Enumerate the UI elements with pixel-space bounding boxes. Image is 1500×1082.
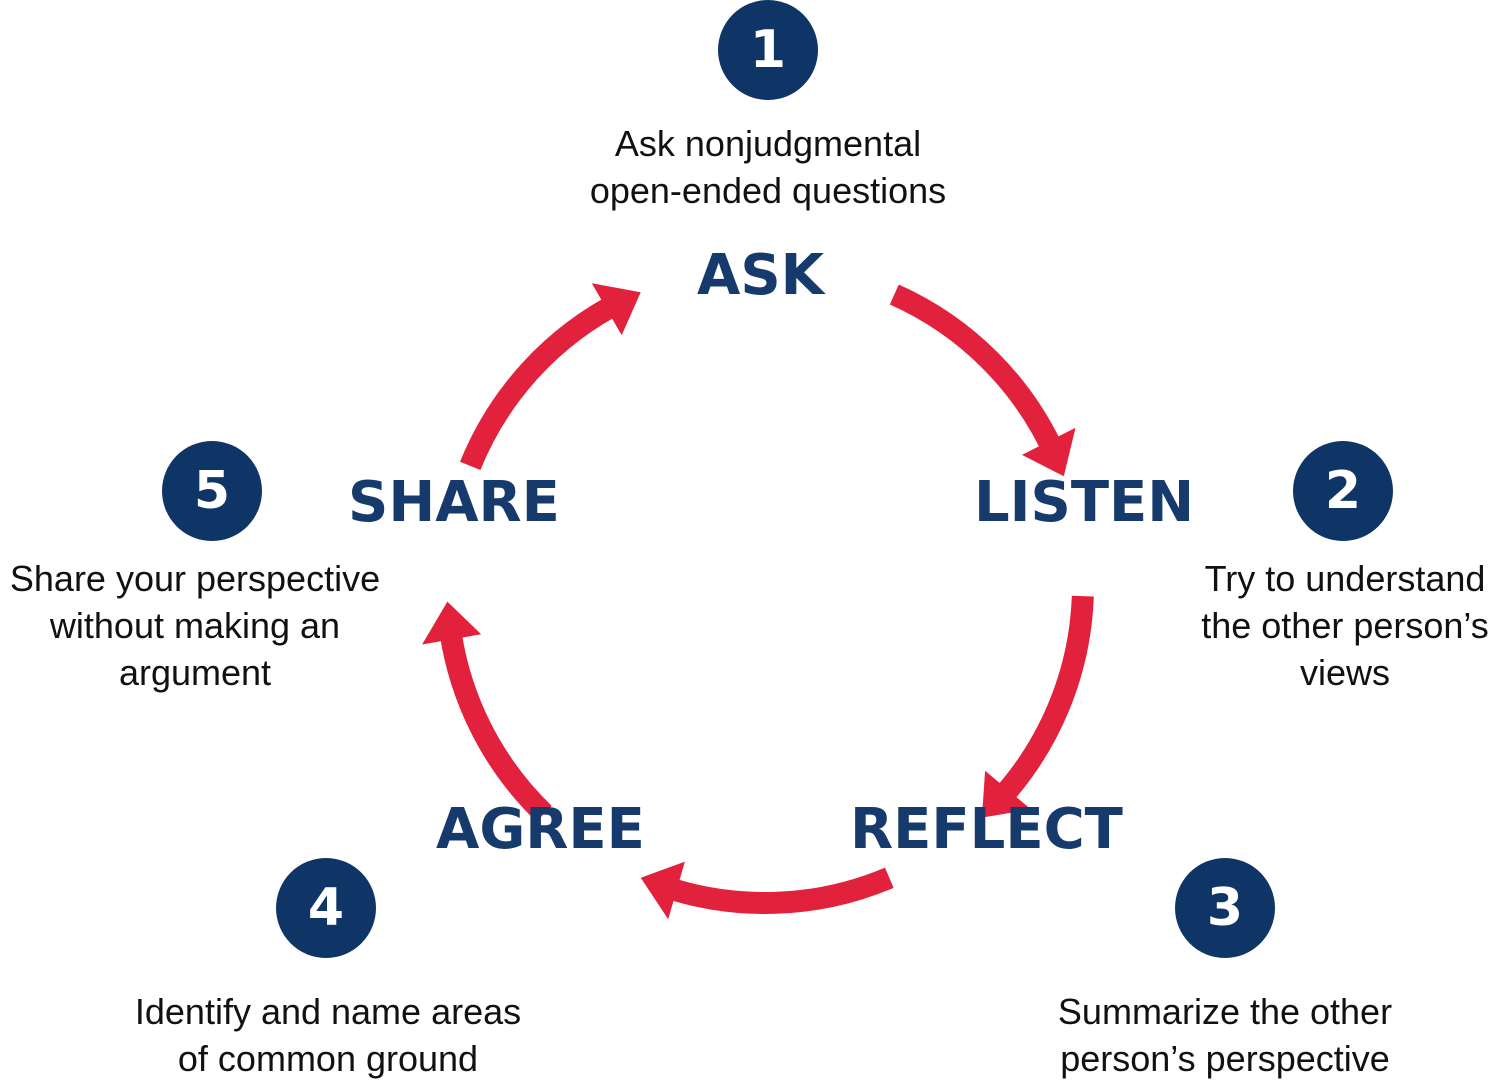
step-1-description: Ask nonjudgmental open-ended questions [518,120,1018,214]
step-1-number-badge: 1 [718,0,818,100]
step-2-number-badge: 2 [1293,441,1393,541]
step-5-description-line: Share your perspective [9,558,381,599]
step-4-description-line: of common ground [177,1038,479,1079]
step-4-description: Identify and name areas of common ground [88,988,568,1082]
step-1-description-line: Ask nonjudgmental [614,123,922,164]
step-2-description-line: views [1299,652,1391,693]
step-1-label: ASK [697,243,825,308]
step-3-description-line: person’s perspective [1060,1038,1390,1079]
arrow-share-to-ask [460,283,641,471]
step-1-description-line: open-ended questions [589,170,947,211]
arrow-head [981,770,1031,818]
step-4-number-badge: 4 [276,858,376,958]
arrow-listen-to-reflect [981,595,1094,818]
step-4-description-line: Identify and name areas [134,991,522,1032]
step-3-number-badge: 3 [1175,858,1275,958]
step-2-label: LISTEN [974,470,1195,535]
arrow-shaft [889,284,1067,462]
arrow-shaft [438,621,552,822]
step-5-description-line: argument [118,652,272,693]
arrow-head [640,861,685,920]
arrow-head [1022,427,1076,477]
step-5-description: Share your perspective without making an… [0,555,390,696]
arrow-agree-to-share [422,601,552,822]
step-5-label: SHARE [348,470,560,535]
arrow-shaft [988,595,1094,811]
arrow-ask-to-listen [889,284,1076,477]
step-3-description-line: Summarize the other [1057,991,1393,1032]
arrow-head [422,601,482,645]
arrow-shaft [656,867,894,914]
step-5-description-line: without making an [49,605,341,646]
step-5-number-badge: 5 [162,441,262,541]
arrow-shaft [460,291,627,471]
step-4-label: AGREE [436,797,645,862]
step-3-label: REFLECT [850,797,1123,862]
arrow-reflect-to-agree [640,861,894,920]
step-2-description-line: Try to understand [1204,558,1486,599]
step-2-description-line: the other person’s [1201,605,1489,646]
step-2-description: Try to understand the other person’s vie… [1180,555,1500,696]
step-3-description: Summarize the other person’s perspective [1015,988,1435,1082]
arrow-head [591,283,641,336]
